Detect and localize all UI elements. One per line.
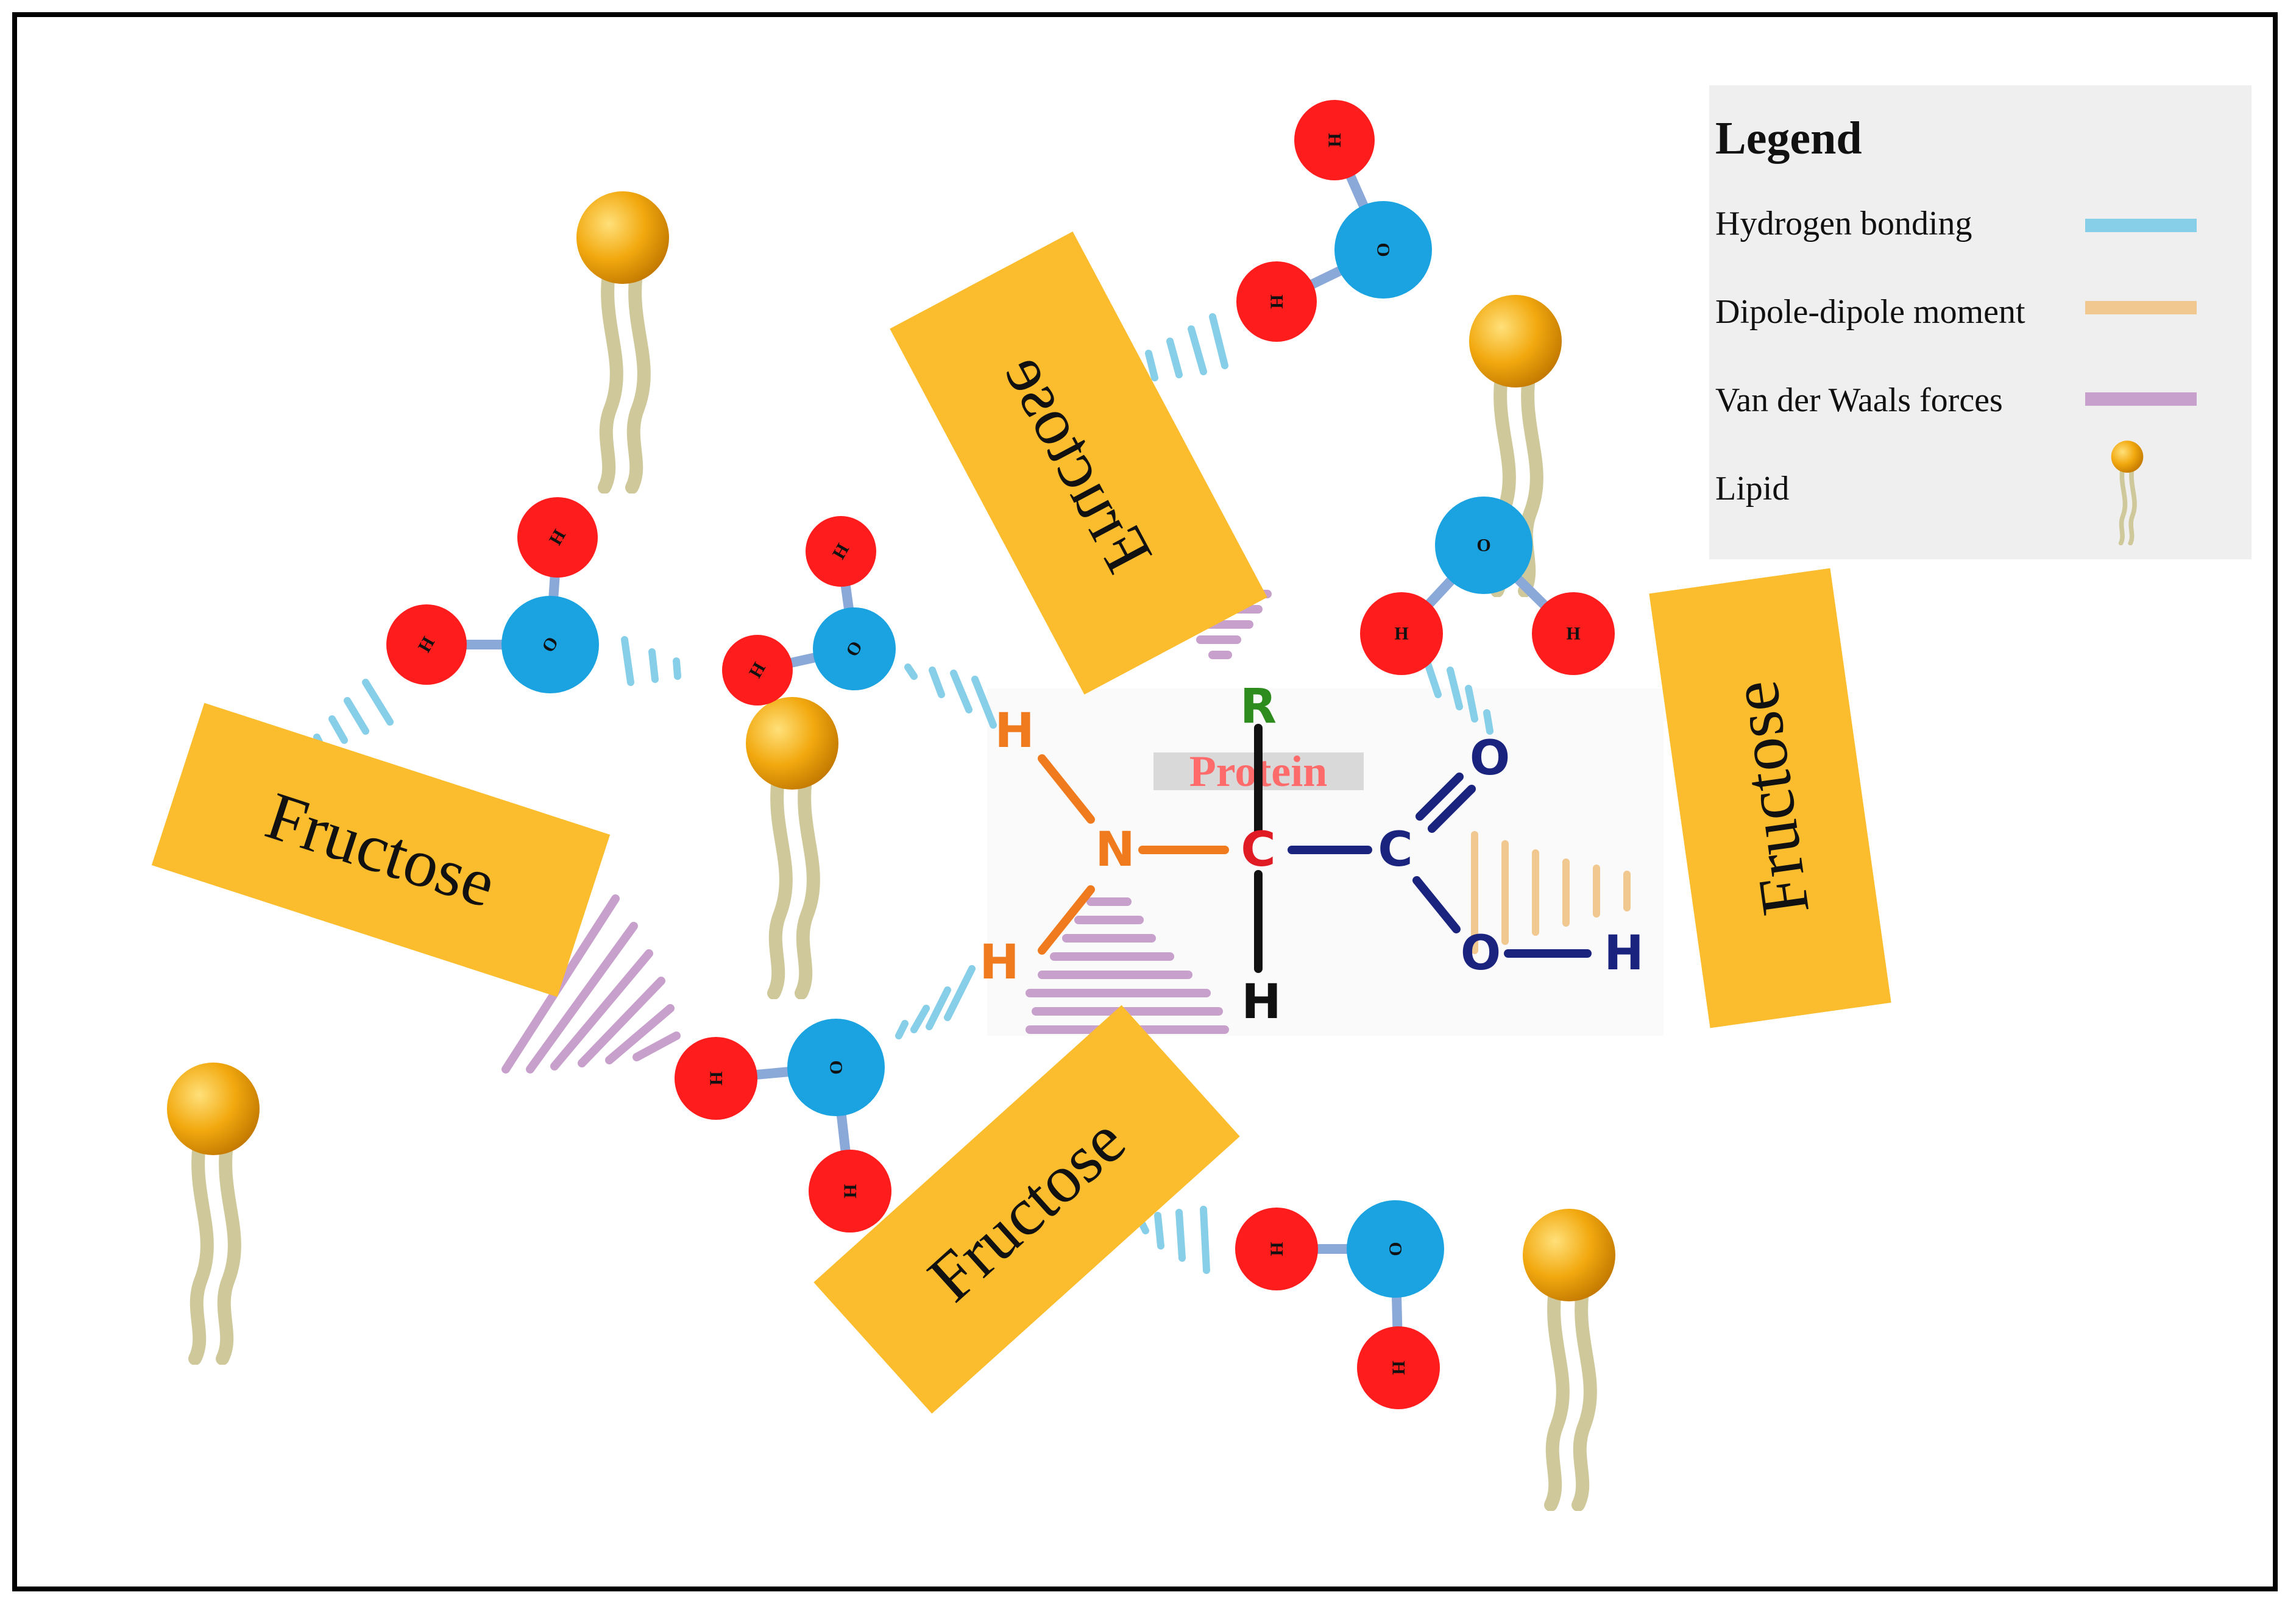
atom-C-carboxyl: C (1378, 822, 1412, 877)
protein-structure: Protein R N C C O O H H H H (979, 679, 1643, 1030)
oxygen-atom (787, 1019, 885, 1116)
oxygen-atom (1435, 497, 1532, 594)
hydrogen-atom (722, 635, 793, 706)
hydrogen-atom (517, 497, 598, 578)
svg-text:O: O (1386, 1242, 1406, 1256)
water-molecule: O H H (722, 516, 896, 706)
fructose-box: Fructose (1649, 568, 1891, 1028)
oxygen-atom (1347, 1200, 1444, 1298)
legend: Legend Hydrogen bonding Dipole-dipole mo… (1709, 85, 2252, 559)
atom-C-alpha: C (1241, 822, 1275, 877)
hydrogen-atom (1360, 592, 1443, 675)
legend-label: Van der Waals forces (1715, 381, 2003, 419)
hydrogen-atom (806, 516, 876, 587)
atom-H-hydroxyl: H (1604, 926, 1643, 981)
water-molecule: O H H (1360, 497, 1615, 675)
atom-H-bottom: H (979, 935, 1019, 990)
svg-text:H: H (1325, 133, 1345, 147)
svg-text:H: H (1566, 624, 1580, 644)
atom-R: R (1240, 679, 1277, 734)
oxygen-atom (813, 607, 896, 690)
svg-text:H: H (1267, 1242, 1287, 1256)
water-molecule: O H H (1236, 100, 1432, 342)
svg-text:O: O (1476, 536, 1490, 556)
atom-O-double: O (1470, 731, 1510, 786)
svg-text:H: H (1394, 624, 1408, 644)
hydrogen-atom (1357, 1326, 1440, 1409)
svg-text:H: H (1389, 1360, 1409, 1374)
water-molecule: O H H (675, 1019, 891, 1233)
protein-background (987, 688, 1664, 1036)
atom-O-single: O (1461, 926, 1501, 981)
lipid-icon (576, 191, 669, 487)
legend-label: Dipole-dipole moment (1715, 293, 2025, 331)
svg-text:O: O (1373, 242, 1394, 256)
hydrogen-atom (1294, 100, 1375, 180)
oxygen-atom (501, 596, 599, 693)
legend-title: Legend (1715, 113, 1862, 164)
fructose-box: Fructose (151, 702, 611, 997)
water-molecule: O H H (1235, 1200, 1444, 1409)
atom-N: N (1095, 822, 1135, 877)
dipole-hatches (1471, 831, 1631, 954)
fructose-box: Fructose (890, 231, 1267, 695)
atom-H-top: H (994, 704, 1034, 759)
legend-box (1709, 85, 2252, 559)
hydrogen-atom (1235, 1208, 1318, 1290)
hydrogen-atom (675, 1037, 757, 1120)
svg-text:H: H (840, 1184, 860, 1198)
hydrogen-atom (1236, 261, 1317, 342)
legend-label: Hydrogen bonding (1715, 205, 1972, 242)
water-molecule: O H H (386, 497, 599, 693)
lipid-icon (167, 1063, 260, 1359)
svg-text:H: H (1267, 294, 1287, 308)
lipid-icon (746, 697, 838, 993)
hydrogen-atom (386, 604, 467, 685)
oxygen-atom (1334, 201, 1432, 299)
atom-H-alpha: H (1241, 975, 1281, 1030)
svg-text:O: O (826, 1060, 846, 1074)
lipid-icon (1523, 1209, 1615, 1505)
hydrogen-atom (1532, 592, 1615, 675)
svg-text:H: H (706, 1071, 726, 1085)
hydrogen-atom (809, 1150, 891, 1233)
legend-label: Lipid (1715, 470, 1789, 508)
hydrogen-bond-hatches (313, 313, 1493, 1274)
